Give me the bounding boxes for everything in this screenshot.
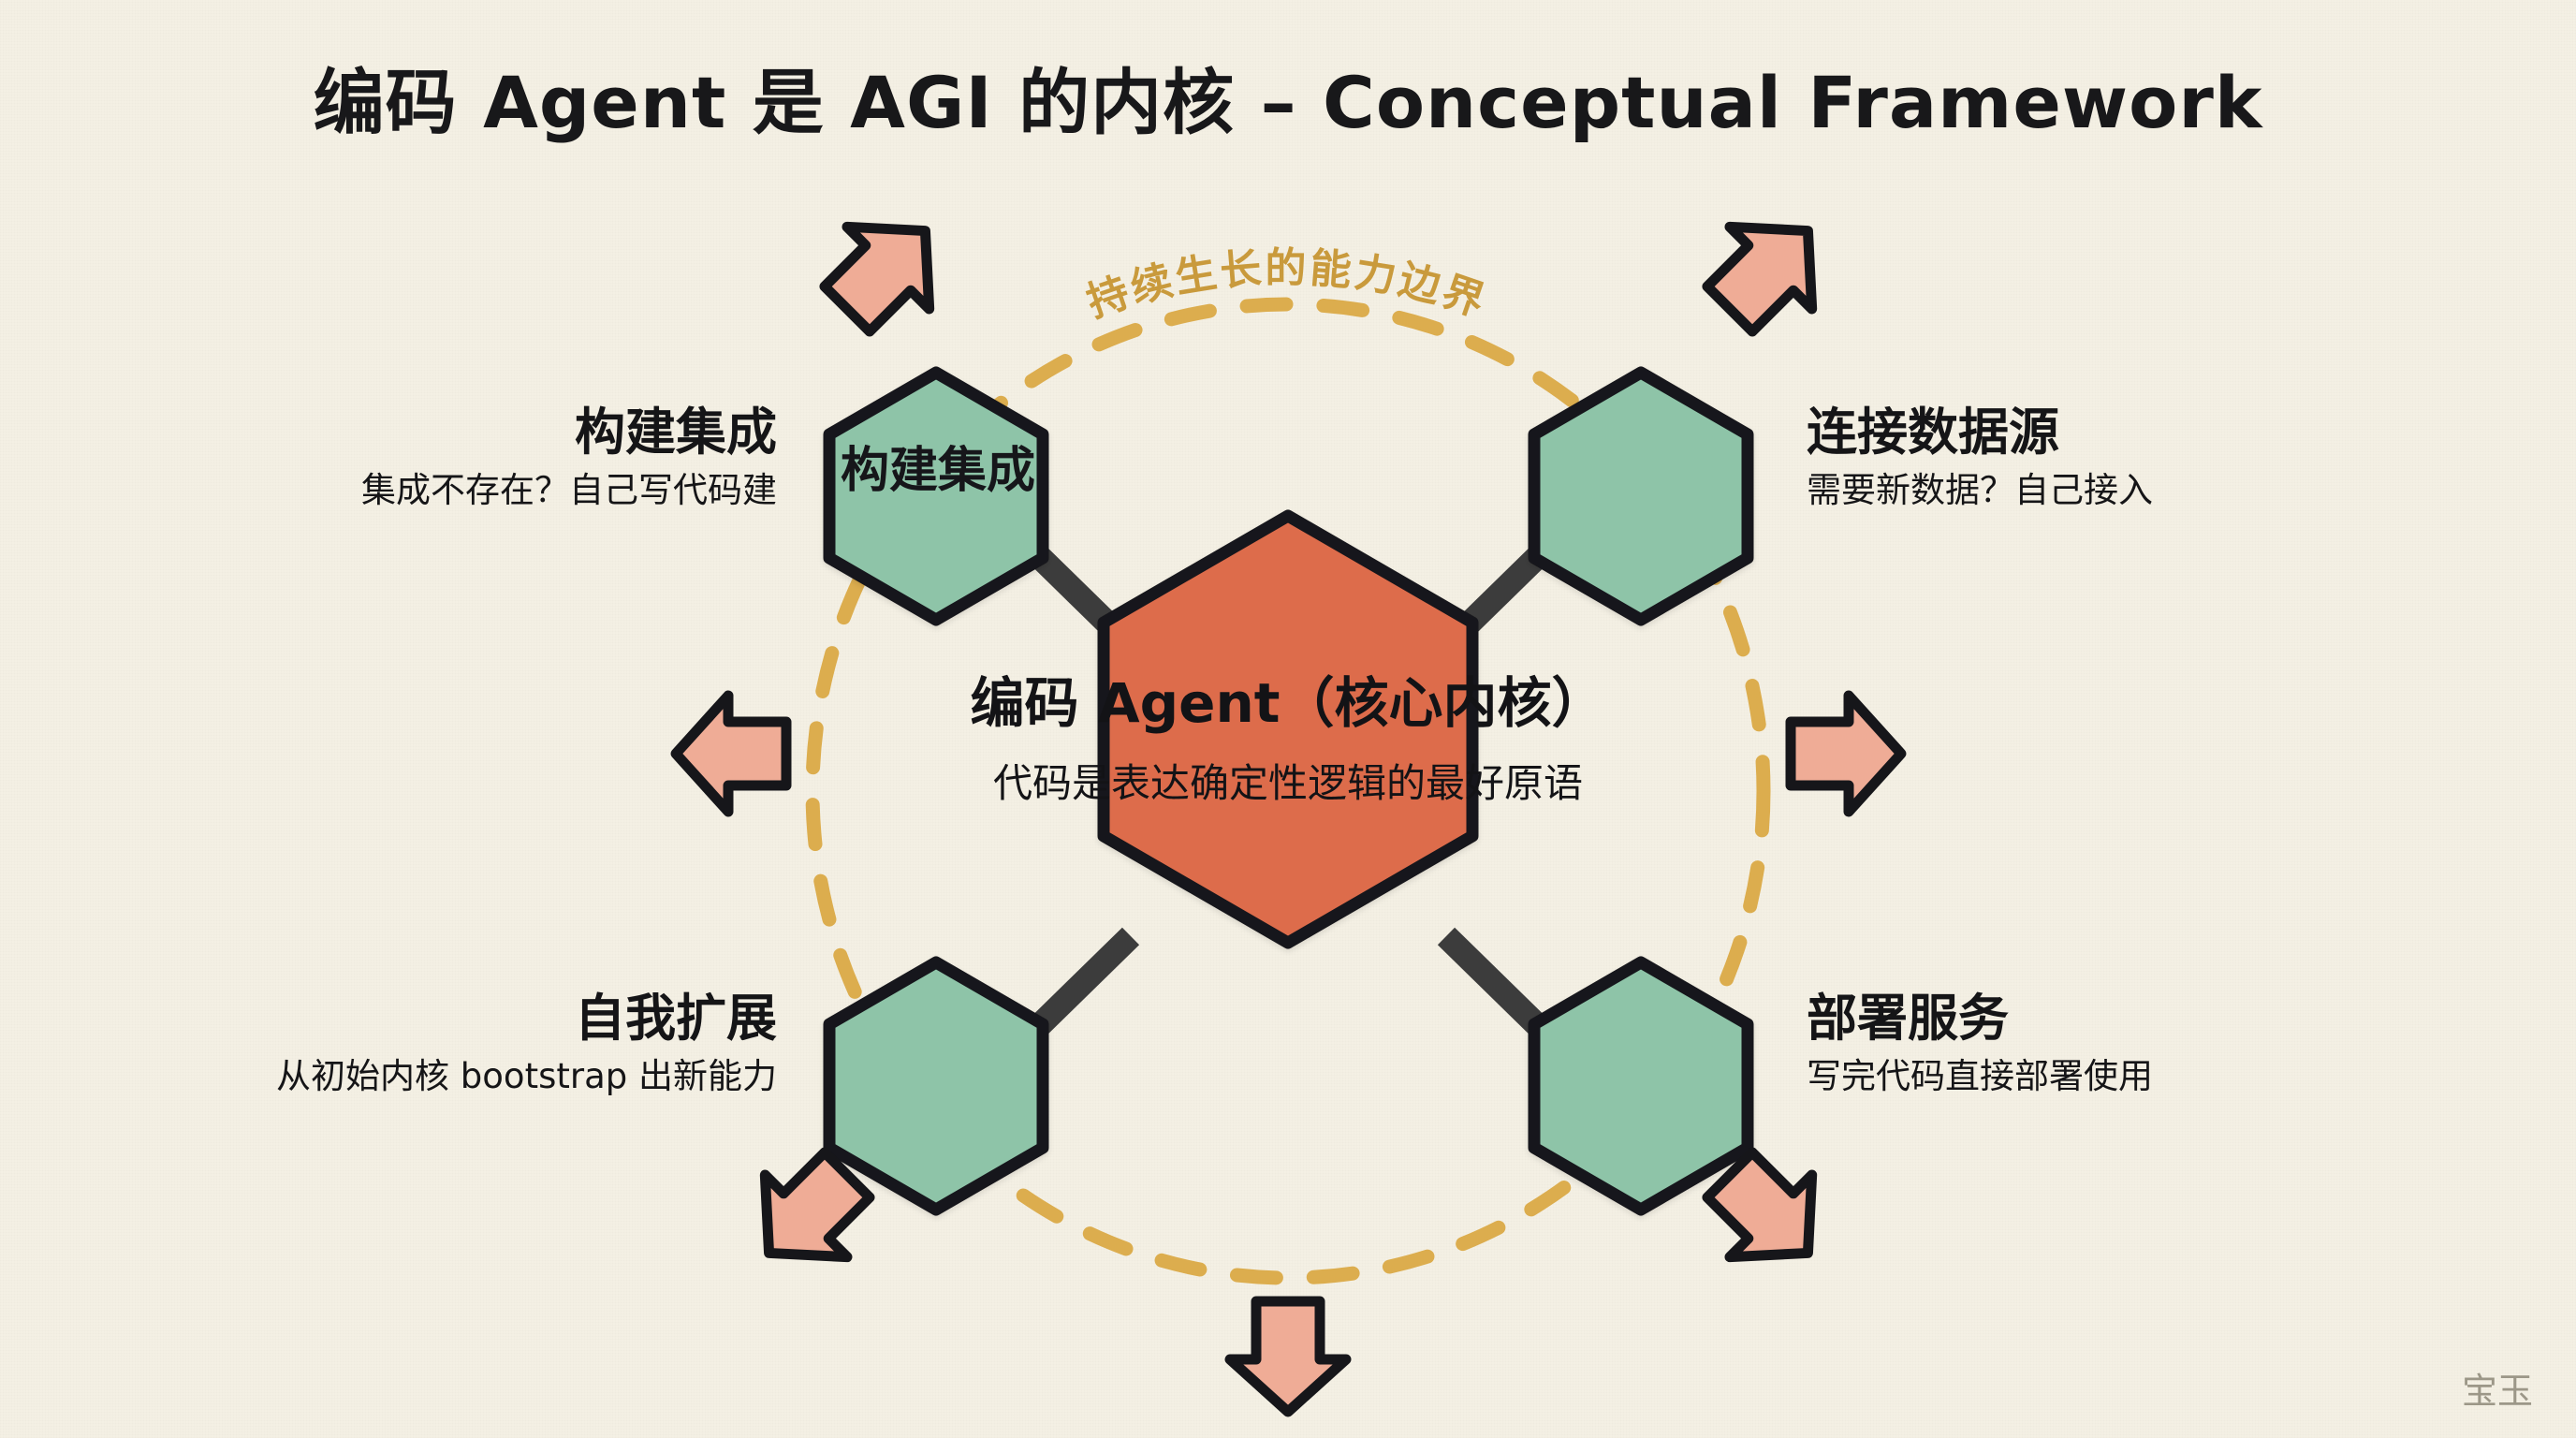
node-hexagon-connect-datasource[interactable] xyxy=(1528,366,1754,626)
label-title-connect-datasource: 连接数据源 xyxy=(1807,403,2059,462)
boundary-label-text: 持续生长的能力边界 xyxy=(1081,244,1490,327)
label-subtitle-deploy-service: 写完代码直接部署使用 xyxy=(1807,1056,2153,1097)
arrow-down xyxy=(1224,1296,1352,1417)
label-self-extension: 自我扩展 从初始内核 bootstrap 出新能力 xyxy=(56,990,777,1098)
label-title-self-extension: 自我扩展 xyxy=(575,989,777,1048)
page-title: 编码 Agent 是 AGI 的内核 – Conceptual Framewor… xyxy=(313,61,2263,144)
arrow-right xyxy=(1785,690,1907,817)
arrow-up-right xyxy=(1702,221,1818,337)
node-hexagon-build-integration[interactable] xyxy=(823,366,1049,626)
arrow-down-right xyxy=(1702,1147,1818,1263)
arrow-down-left xyxy=(759,1147,875,1263)
label-build-integration: 构建集成 集成不存在？自己写代码建 xyxy=(56,404,777,512)
core-title: 编码 Agent（核心内核） xyxy=(970,671,1606,735)
node-inner-label-build-integration: 构建集成 xyxy=(840,443,1035,499)
watermark: 宝玉 xyxy=(2461,1371,2533,1412)
label-subtitle-connect-datasource: 需要新数据？自己接入 xyxy=(1807,470,2153,511)
arrow-left xyxy=(670,690,792,817)
arrow-up-left xyxy=(819,221,935,337)
label-connect-datasource: 连接数据源 需要新数据？自己接入 xyxy=(1807,404,2546,512)
node-hexagon-deploy-service[interactable] xyxy=(1528,956,1754,1216)
capability-boundary-label: 持续生长的能力边界 xyxy=(1081,244,1493,327)
svg-text:持续生长的能力边界: 持续生长的能力边界 xyxy=(1081,244,1493,327)
label-subtitle-build-integration: 集成不存在？自己写代码建 xyxy=(361,470,777,511)
label-subtitle-self-extension: 从初始内核 bootstrap 出新能力 xyxy=(276,1056,777,1097)
label-title-deploy-service: 部署服务 xyxy=(1807,989,2009,1048)
core-hexagon[interactable] xyxy=(1097,509,1479,949)
core-subtitle: 代码是表达确定性逻辑的最好原语 xyxy=(992,759,1583,806)
growth-arrows xyxy=(670,221,1907,1417)
capability-boundary-circle xyxy=(805,297,1771,1285)
core-text-block: 编码 Agent（核心内核） 代码是表达确定性逻辑的最好原语 xyxy=(848,672,1728,809)
node-hexagon-self-extension[interactable] xyxy=(823,956,1049,1216)
label-title-build-integration: 构建集成 xyxy=(575,403,777,462)
label-deploy-service: 部署服务 写完代码直接部署使用 xyxy=(1807,990,2546,1098)
